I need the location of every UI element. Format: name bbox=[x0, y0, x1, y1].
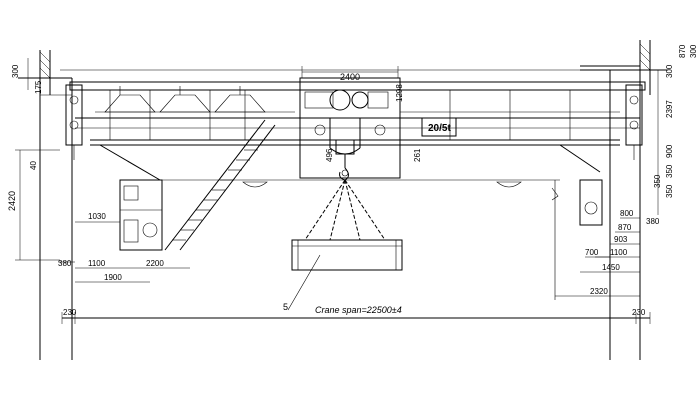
dim-1030: 1030 bbox=[88, 212, 106, 221]
lifting-chains bbox=[304, 179, 386, 241]
hook-block bbox=[335, 139, 355, 181]
dim-right-230: 230 bbox=[632, 308, 646, 317]
trolley bbox=[299, 77, 401, 179]
dim-left-380: 380 bbox=[58, 259, 72, 268]
dim-left-230: 230 bbox=[63, 308, 77, 317]
dim-right-700: 700 bbox=[585, 248, 599, 257]
dim-right-300: 300 bbox=[665, 64, 674, 78]
dim-right-800: 800 bbox=[620, 209, 634, 218]
dim-right-350a: 350 bbox=[665, 164, 674, 178]
dim-left-height: 40 2420 bbox=[7, 149, 60, 261]
capacity-label: 20/5t bbox=[428, 123, 451, 134]
dim-left-40: 40 bbox=[29, 161, 38, 170]
right-end-truck bbox=[625, 84, 643, 160]
dim-left-2200: 2200 bbox=[146, 259, 164, 268]
dim-left-2420: 2420 bbox=[7, 191, 17, 211]
dim-261: 261 bbox=[413, 148, 422, 162]
dim-right-903: 903 bbox=[614, 235, 628, 244]
part-number-label: 5 bbox=[283, 302, 288, 312]
resistor-boxes bbox=[104, 86, 266, 113]
main-girder bbox=[69, 81, 646, 181]
dim-left-175: 175 bbox=[34, 80, 43, 94]
dim-left-top: 300 175 bbox=[11, 58, 43, 94]
dim-2400: 2400 bbox=[340, 72, 360, 82]
dim-right-2397: 2397 bbox=[665, 100, 674, 118]
dim-left-1100: 1100 bbox=[88, 259, 106, 268]
dim-right-380: 380 bbox=[646, 217, 660, 226]
lifting-magnet: 5 bbox=[283, 239, 403, 312]
dim-right-horizontal: 800 380 870 903 700 1100 1450 2320 bbox=[555, 209, 660, 297]
dim-top-2400: 2400 bbox=[301, 66, 399, 82]
access-ladder bbox=[164, 119, 276, 251]
left-building-column bbox=[18, 50, 73, 360]
dim-right-900: 900 bbox=[665, 144, 674, 158]
dim-1298: 1298 bbox=[395, 84, 404, 102]
dim-496: 496 bbox=[325, 148, 334, 162]
lamps bbox=[242, 181, 522, 188]
dim-right-350b: 350 bbox=[653, 174, 662, 188]
dim-left-300: 300 bbox=[11, 64, 20, 78]
dim-right-1100: 1100 bbox=[610, 248, 628, 257]
dim-right-top-300: 300 bbox=[689, 44, 698, 58]
right-side-equipment bbox=[551, 179, 603, 300]
dim-crane-span: Crane span=22500±4 230 230 bbox=[61, 305, 651, 324]
dim-right-870: 870 bbox=[678, 44, 687, 58]
capacity-plate: 20/5t bbox=[421, 117, 457, 137]
left-end-truck bbox=[65, 84, 83, 160]
dim-left-horizontal: 1030 380 1100 2200 1900 bbox=[58, 212, 190, 283]
dim-right-870b: 870 bbox=[618, 223, 632, 232]
dim-right-2320: 2320 bbox=[590, 287, 608, 296]
dim-mid: 496 261 1298 bbox=[325, 84, 422, 162]
girder-railing bbox=[95, 90, 620, 140]
dim-right-350c: 350 bbox=[665, 184, 674, 198]
operator-cabin bbox=[119, 179, 163, 251]
dim-right-top: 870 300 300 2397 900 350 350 350 bbox=[653, 44, 698, 215]
right-building-column bbox=[580, 40, 668, 360]
crane-span-label: Crane span=22500±4 bbox=[315, 305, 402, 315]
dim-left-1900: 1900 bbox=[104, 273, 122, 282]
dim-right-1450: 1450 bbox=[602, 263, 620, 272]
